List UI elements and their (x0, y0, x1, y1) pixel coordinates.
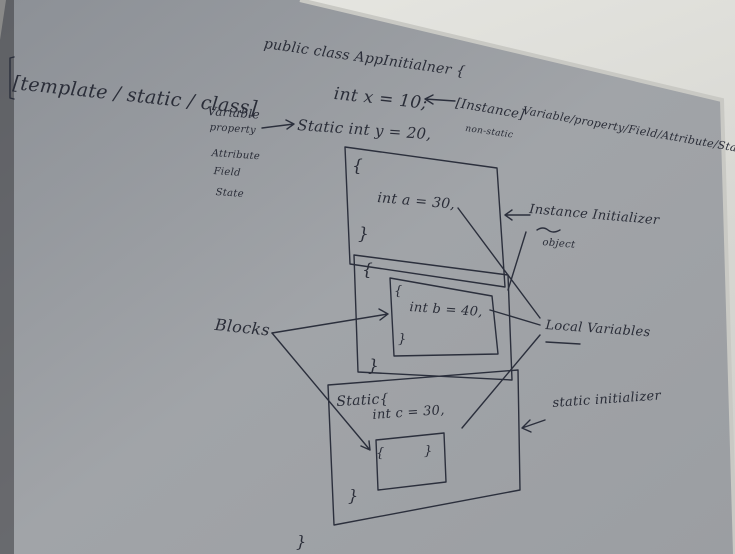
block2-open: { (362, 260, 374, 280)
block2-inner-close: } (398, 332, 407, 347)
left-bracket-open (9, 56, 15, 100)
local-line-2 (489, 309, 541, 326)
static-inner-box (375, 432, 447, 491)
block1-box (344, 146, 506, 288)
arrow-instance-init (504, 209, 531, 221)
block1-close: } (358, 224, 370, 244)
blocks-arrow-1 (271, 308, 389, 334)
block1-open: { (352, 156, 364, 176)
left-term-field: Field (213, 166, 242, 179)
left-term-state: State (215, 187, 245, 200)
arrow-static-init (521, 419, 546, 433)
static-close: } (348, 486, 359, 505)
static-box (327, 369, 521, 526)
static-inner-close: } (424, 444, 433, 459)
block2-close: } (368, 356, 380, 376)
arrow-static (261, 119, 295, 130)
local-line-1 (457, 207, 541, 319)
arrow-instance (424, 94, 456, 105)
block2-inner-open: { (394, 284, 403, 299)
left-edge (0, 0, 14, 554)
local-line-3 (461, 334, 541, 429)
board-frame (299, 0, 735, 554)
block2-box (353, 254, 513, 381)
instance-tilde (536, 227, 561, 233)
local-underline (545, 341, 581, 345)
block2-inner-box (389, 277, 499, 357)
line-init-to-block2 (507, 231, 527, 291)
class-close: } (296, 532, 307, 551)
static-inner-open: { (376, 446, 385, 461)
blocks-arrow-2 (271, 332, 371, 451)
